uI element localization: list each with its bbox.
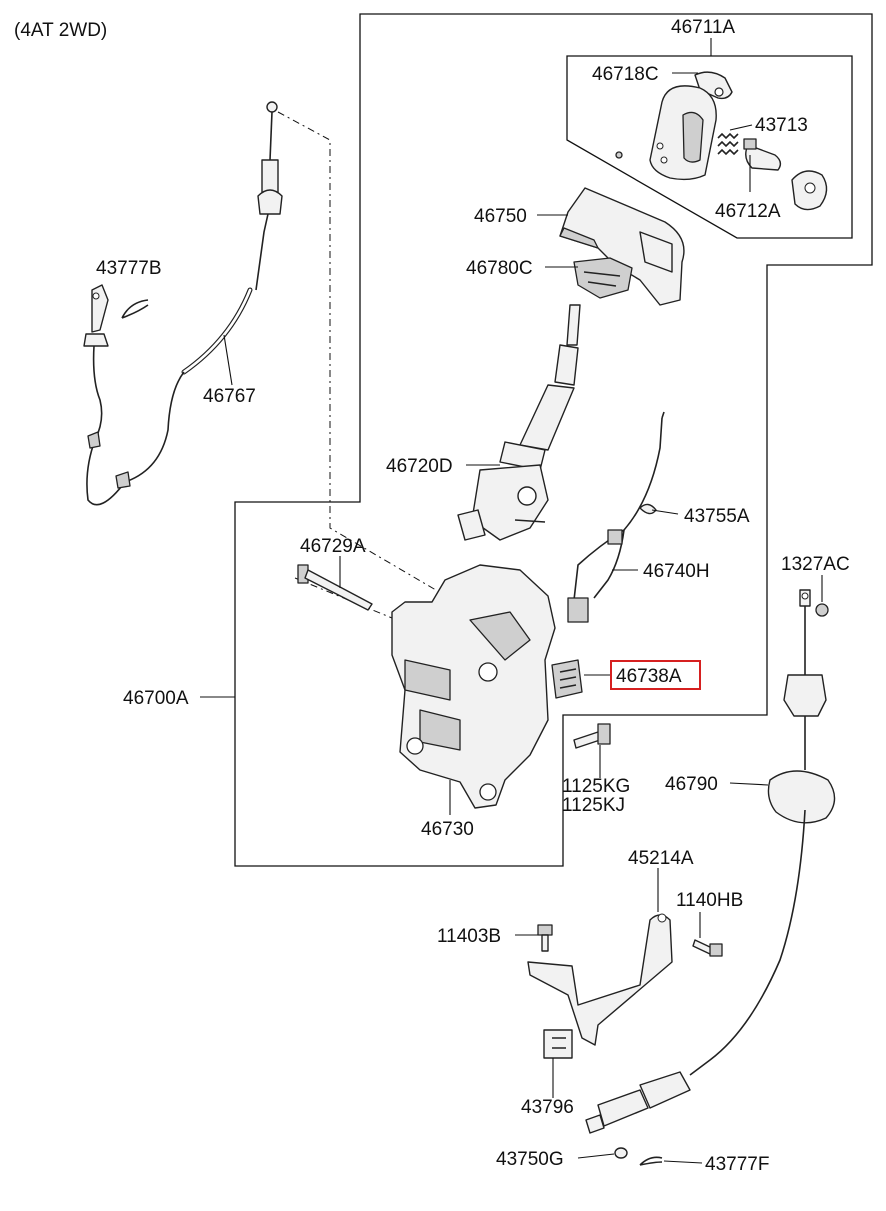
shift-knob-part — [649, 85, 717, 181]
knob-button-part — [743, 138, 782, 171]
bolt-11403B-part — [537, 924, 553, 952]
label-1140HB[interactable]: 1140HB — [676, 890, 743, 911]
label-1327AC[interactable]: 1327AC — [781, 554, 850, 575]
label-46700A[interactable]: 46700A — [123, 688, 189, 709]
knob-spring-part — [717, 132, 739, 156]
indicator-plate-part — [573, 257, 633, 299]
label-43777F[interactable]: 43777F — [705, 1154, 769, 1175]
highlight-box-46738A — [610, 660, 701, 690]
clip-43755-part — [639, 503, 657, 515]
label-43755A[interactable]: 43755A — [684, 506, 750, 527]
long-bolt-part — [297, 564, 373, 611]
knob-pin-part — [615, 151, 623, 159]
label-11403B[interactable]: 11403B — [437, 926, 501, 947]
diagram-caption: (4AT 2WD) — [14, 20, 107, 41]
label-43796[interactable]: 43796 — [521, 1097, 574, 1118]
label-46730[interactable]: 46730 — [421, 819, 474, 840]
washer-43750G-part — [614, 1147, 628, 1159]
transmission-cable-part — [585, 589, 836, 1134]
knob-bracket-part — [791, 170, 828, 211]
label-46720D[interactable]: 46720D — [386, 456, 453, 477]
lever-base-part — [457, 464, 549, 541]
indicator-housing-part — [559, 187, 685, 306]
wire-harness-part — [567, 411, 665, 623]
label-1125KG[interactable]: 1125KG — [562, 776, 630, 797]
label-46780C[interactable]: 46780C — [466, 258, 533, 279]
cable-bracket-part — [527, 913, 673, 1046]
label-1125KJ[interactable]: 1125KJ — [562, 795, 625, 816]
shift-cable-end-part — [83, 284, 131, 506]
leader-46790 — [729, 782, 769, 786]
leader-46767 — [223, 334, 233, 386]
detent-spring-part — [551, 659, 583, 699]
label-43713[interactable]: 43713 — [755, 115, 808, 136]
leader-43750G — [577, 1153, 615, 1159]
snap-pin-43777F-part — [639, 1156, 663, 1166]
label-46767[interactable]: 46767 — [203, 386, 256, 407]
label-46729A[interactable]: 46729A — [300, 536, 366, 557]
leader-43755A — [651, 509, 679, 515]
label-45214A[interactable]: 45214A — [628, 848, 694, 869]
leader-43713 — [729, 124, 753, 131]
nut-1327AC-part — [815, 603, 829, 617]
cable-connection-line — [277, 111, 471, 611]
shift-bracket-part — [391, 564, 556, 809]
flange-bolt-part — [573, 723, 611, 749]
snap-pin-43777B-part — [121, 299, 149, 319]
label-46790[interactable]: 46790 — [665, 774, 718, 795]
shift-lock-cable-part — [124, 101, 283, 483]
label-46750[interactable]: 46750 — [474, 206, 527, 227]
label-46738A[interactable]: 46738A — [616, 666, 682, 687]
label-46712A[interactable]: 46712A — [715, 201, 781, 222]
leader-43777F — [663, 1160, 703, 1164]
label-46740H[interactable]: 46740H — [643, 561, 710, 582]
bolt-1140HB-part — [692, 939, 723, 957]
knob-subassembly-frame — [566, 55, 853, 239]
assembly-frame — [234, 13, 873, 867]
label-46718C[interactable]: 46718C — [592, 64, 659, 85]
bracket-clip-part — [543, 1029, 573, 1059]
shift-lever-part — [499, 304, 581, 471]
label-43777B[interactable]: 43777B — [96, 258, 162, 279]
label-46711A[interactable]: 46711A — [671, 17, 735, 38]
label-43750G[interactable]: 43750G — [496, 1149, 564, 1170]
